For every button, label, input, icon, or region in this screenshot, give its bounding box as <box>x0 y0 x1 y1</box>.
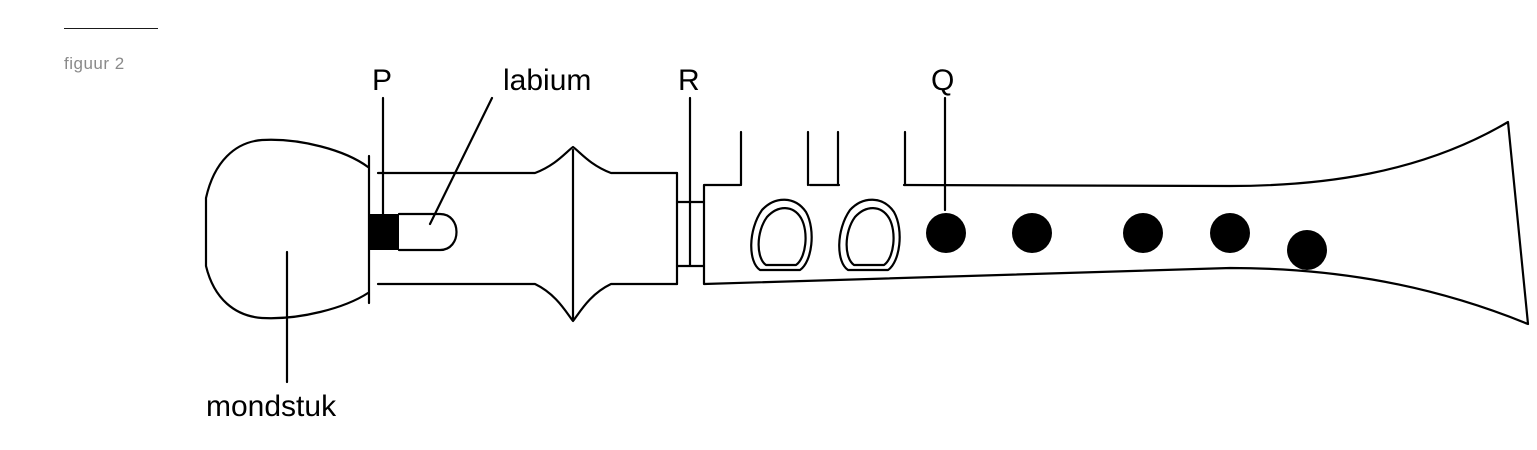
finger-right <box>836 130 907 187</box>
tone-hole-4 <box>1210 213 1250 253</box>
label-q: Q <box>931 64 954 97</box>
window-opening <box>397 212 458 252</box>
block-p <box>370 214 399 250</box>
figure-caption: figuur 2 <box>64 54 125 73</box>
label-p: P <box>372 64 392 97</box>
finger-left-tip-inner <box>757 207 807 267</box>
finger-left <box>739 130 810 187</box>
label-mondstuk: mondstuk <box>206 390 337 423</box>
body-joint <box>702 120 1530 326</box>
head-joint <box>376 145 679 323</box>
finger-left-tip <box>750 198 813 272</box>
finger-right-tip-inner <box>845 207 895 267</box>
tone-hole-2 <box>1012 213 1052 253</box>
tone-hole-5 <box>1287 230 1327 270</box>
finger-right-tip <box>838 198 901 272</box>
label-r: R <box>678 64 700 97</box>
tone-hole-3 <box>1123 213 1163 253</box>
tone-hole-1 <box>926 213 966 253</box>
leader-labium <box>428 96 494 226</box>
mouthpiece-shape <box>204 138 370 320</box>
caption-rule <box>64 28 158 29</box>
label-labium: labium <box>503 64 591 97</box>
tenon-connector <box>675 200 706 268</box>
